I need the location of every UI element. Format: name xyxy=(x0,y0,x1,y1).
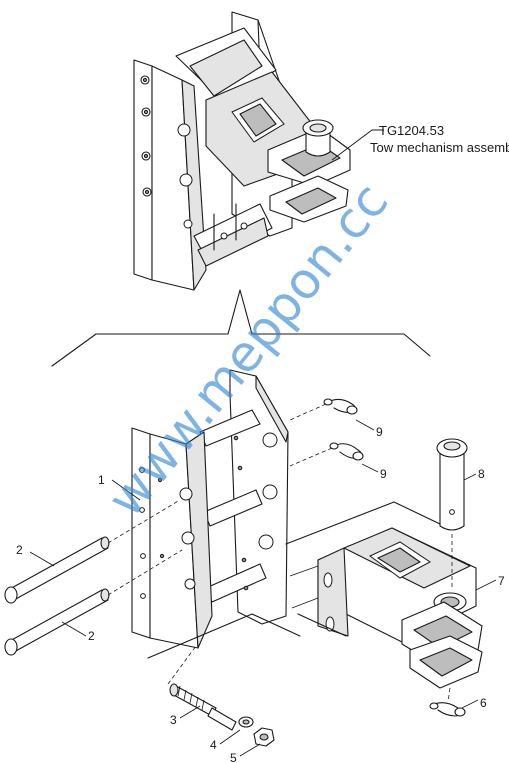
pin-2-upper xyxy=(7,537,109,601)
part-label-8: 8 xyxy=(478,467,485,481)
callout-leader xyxy=(331,129,384,161)
part-label-1: 1 xyxy=(98,473,105,487)
part-label-3: 3 xyxy=(170,713,177,727)
part-labels: 1 2 2 3 4 5 6 7 8 9 9 xyxy=(16,419,505,763)
assembly-description-text: Tow mechanism assembly xyxy=(370,140,509,155)
assembled-view xyxy=(133,11,351,291)
part-label-7: 7 xyxy=(498,574,505,588)
clip-9-upper xyxy=(323,398,358,415)
part-number-text: TG1204.53 xyxy=(379,123,444,138)
exploded-view xyxy=(4,369,483,747)
nut-5 xyxy=(253,727,275,747)
part-label-5: 5 xyxy=(230,751,237,763)
explosion-bracket xyxy=(51,289,431,367)
tow-pin-8 xyxy=(439,451,465,531)
part-label-6: 6 xyxy=(480,696,487,710)
clip-6 xyxy=(429,702,466,717)
clip-9-lower xyxy=(329,442,364,461)
part-label-9-upper: 9 xyxy=(376,425,383,439)
part-label-2-upper: 2 xyxy=(16,543,23,557)
part-label-4: 4 xyxy=(210,738,217,752)
washer-4 xyxy=(238,716,254,728)
bolt-3 xyxy=(169,683,237,731)
part-label-9-lower: 9 xyxy=(380,467,387,481)
part-label-2-lower: 2 xyxy=(88,629,95,643)
